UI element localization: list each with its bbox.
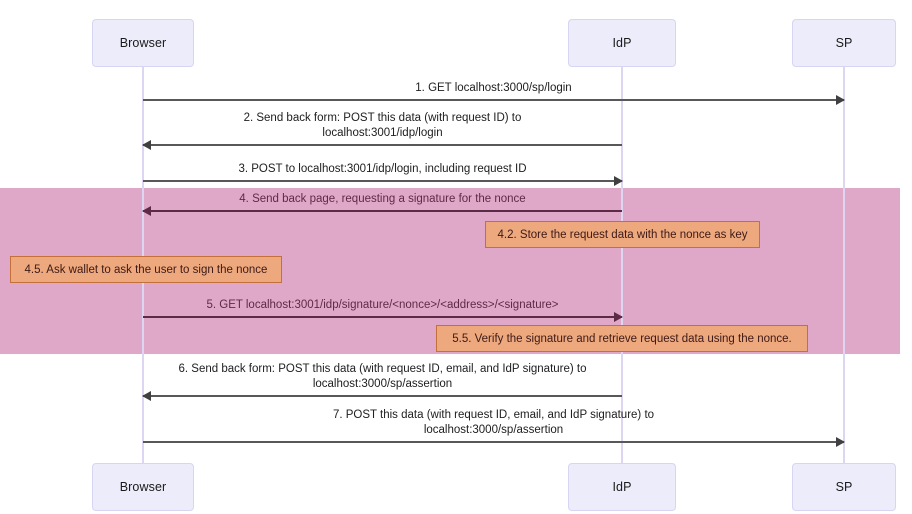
- participant-label: SP: [835, 36, 853, 50]
- note-4-5: 4.5. Ask wallet to ask the user to sign …: [10, 256, 282, 283]
- note-4-2: 4.2. Store the request data with the non…: [485, 221, 760, 248]
- note-text: 4.2. Store the request data with the non…: [497, 228, 748, 241]
- participant-label: Browser: [119, 36, 167, 50]
- message-label: 5. GET localhost:3001/idp/signature/<non…: [206, 299, 559, 311]
- message-label: 3. POST to localhost:3001/idp/login, inc…: [238, 163, 527, 175]
- message-label: 1. GET localhost:3000/sp/login: [415, 82, 572, 94]
- participant-label: IdP: [612, 36, 632, 50]
- lifeline-idp: [621, 67, 623, 463]
- participant-idp-top[interactable]: IdP: [568, 19, 676, 67]
- message-line: [143, 99, 844, 101]
- message-line: [143, 441, 844, 443]
- participant-sp-top[interactable]: SP: [792, 19, 896, 67]
- participant-label: Browser: [119, 480, 167, 494]
- note-text: 4.5. Ask wallet to ask the user to sign …: [24, 263, 268, 276]
- message-line: [143, 316, 622, 318]
- message-line: [143, 395, 622, 397]
- message-7: 7. POST this data (with request ID, emai…: [143, 403, 845, 447]
- note-5-5: 5.5. Verify the signature and retrieve r…: [436, 325, 808, 352]
- message-line: [143, 144, 622, 146]
- message-2: 2. Send back form: POST this data (with …: [142, 106, 622, 150]
- message-label: 2. Send back form: POST this data (with …: [243, 112, 522, 139]
- note-text: 5.5. Verify the signature and retrieve r…: [452, 332, 792, 345]
- participant-browser-bottom[interactable]: Browser: [92, 463, 194, 511]
- arrow-head-icon: [142, 140, 151, 150]
- arrow-head-icon: [142, 391, 151, 401]
- participant-label: SP: [835, 480, 853, 494]
- participant-idp-bottom[interactable]: IdP: [568, 463, 676, 511]
- participant-sp-bottom[interactable]: SP: [792, 463, 896, 511]
- participant-browser-top[interactable]: Browser: [92, 19, 194, 67]
- lifeline-sp: [843, 67, 845, 463]
- message-4: 4. Send back page, requesting a signatur…: [142, 172, 622, 216]
- arrow-head-icon: [836, 437, 845, 447]
- participant-label: IdP: [612, 480, 632, 494]
- message-6: 6. Send back form: POST this data (with …: [142, 357, 622, 401]
- message-1: 1. GET localhost:3000/sp/login: [143, 61, 845, 105]
- message-line: [143, 180, 622, 182]
- arrow-head-icon: [614, 176, 623, 186]
- message-label: 6. Send back form: POST this data (with …: [178, 363, 587, 390]
- arrow-head-icon: [614, 312, 623, 322]
- message-line: [143, 210, 622, 212]
- message-5: 5. GET localhost:3001/idp/signature/<non…: [143, 278, 623, 322]
- message-label: 4. Send back page, requesting a signatur…: [239, 193, 526, 205]
- arrow-head-icon: [836, 95, 845, 105]
- message-3: 3. POST to localhost:3001/idp/login, inc…: [143, 142, 623, 186]
- message-label: 7. POST this data (with request ID, emai…: [332, 409, 655, 436]
- arrow-head-icon: [142, 206, 151, 216]
